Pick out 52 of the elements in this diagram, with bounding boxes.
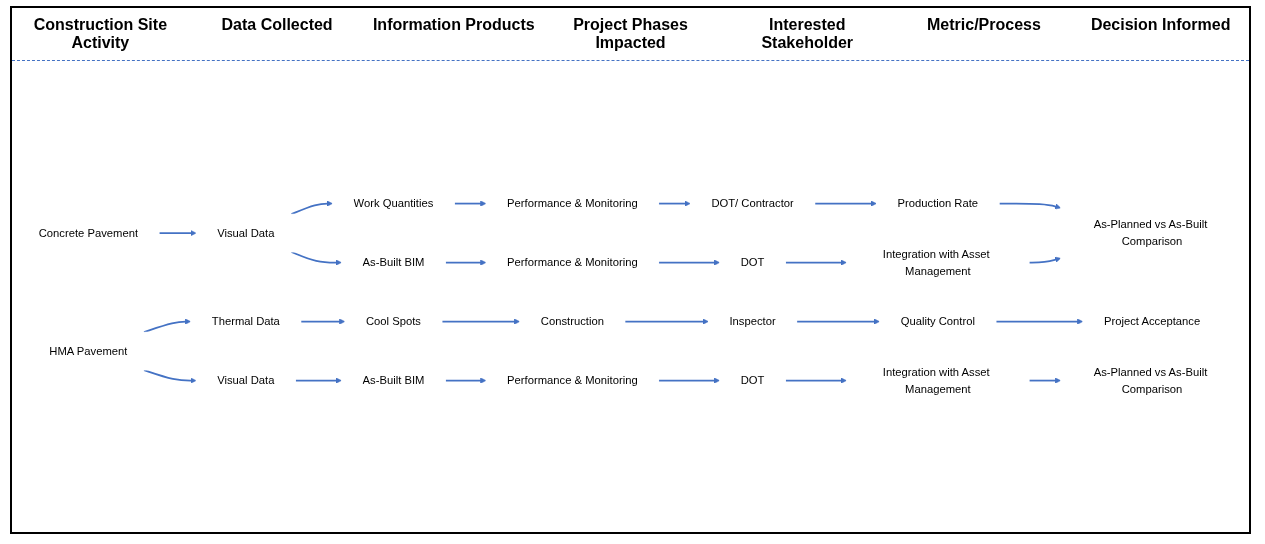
arrow: [158, 230, 197, 237]
node-text: DOT: [740, 374, 765, 387]
arrow: [995, 318, 1084, 325]
node-text: Quality Control: [900, 315, 975, 328]
node-text: Integration with Asset Management: [882, 366, 990, 395]
column-header: Decision Informed: [1089, 15, 1232, 35]
arrow: [143, 318, 191, 334]
column-header: Metric/Process: [926, 15, 1042, 35]
node-text: Work Quantities: [353, 197, 434, 210]
arrow: [795, 318, 880, 325]
node-text: Performance & Monitoring: [507, 256, 638, 269]
arrow: [657, 377, 720, 384]
node-text: DOT/ Contractor: [711, 197, 794, 210]
column-header: Information Products: [371, 15, 536, 35]
arrow: [784, 259, 847, 266]
node-text: Inspector: [729, 315, 776, 328]
node-text: HMA Pavement: [49, 344, 128, 357]
node-text: Visual Data: [217, 374, 275, 387]
arrow: [294, 377, 342, 384]
node-text: DOT: [740, 256, 765, 269]
arrow: [441, 318, 521, 325]
node-text: Performance & Monitoring: [507, 374, 638, 387]
arrow: [453, 200, 487, 207]
node-text: As-Built BIM: [362, 374, 425, 387]
arrow: [300, 318, 346, 325]
arrow: [624, 318, 709, 325]
arrow: [814, 200, 877, 207]
node-text: Production Rate: [897, 197, 979, 210]
column-header: Construction Site Activity: [32, 15, 169, 53]
arrow: [657, 200, 691, 207]
column-header: Interested Stakeholder: [760, 15, 855, 53]
arrow: [998, 202, 1061, 210]
node-text: As-Planned vs As-Built Comparison: [1093, 366, 1208, 395]
node-text: Construction: [540, 315, 604, 328]
arrow: [444, 377, 487, 384]
arrow: [657, 259, 720, 266]
node-text: Visual Data: [217, 226, 275, 239]
node-text: Integration with Asset Management: [882, 248, 990, 277]
arrow: [1028, 256, 1061, 264]
node-text: As-Planned vs As-Built Comparison: [1093, 218, 1208, 248]
node-text: Cool Spots: [366, 315, 421, 328]
node-text: Thermal Data: [211, 315, 280, 328]
arrow: [290, 200, 333, 216]
arrow: [784, 377, 847, 384]
arrow: [444, 259, 487, 266]
node-text: As-Built BIM: [362, 256, 425, 269]
node-text: Project Acceptance: [1103, 315, 1201, 328]
node-text: Concrete Pavement: [38, 226, 139, 239]
column-header: Project Phases Impacted: [572, 15, 689, 53]
column-header: Data Collected: [220, 15, 334, 35]
arrow: [1028, 377, 1061, 384]
node-text: Performance & Monitoring: [507, 197, 638, 210]
